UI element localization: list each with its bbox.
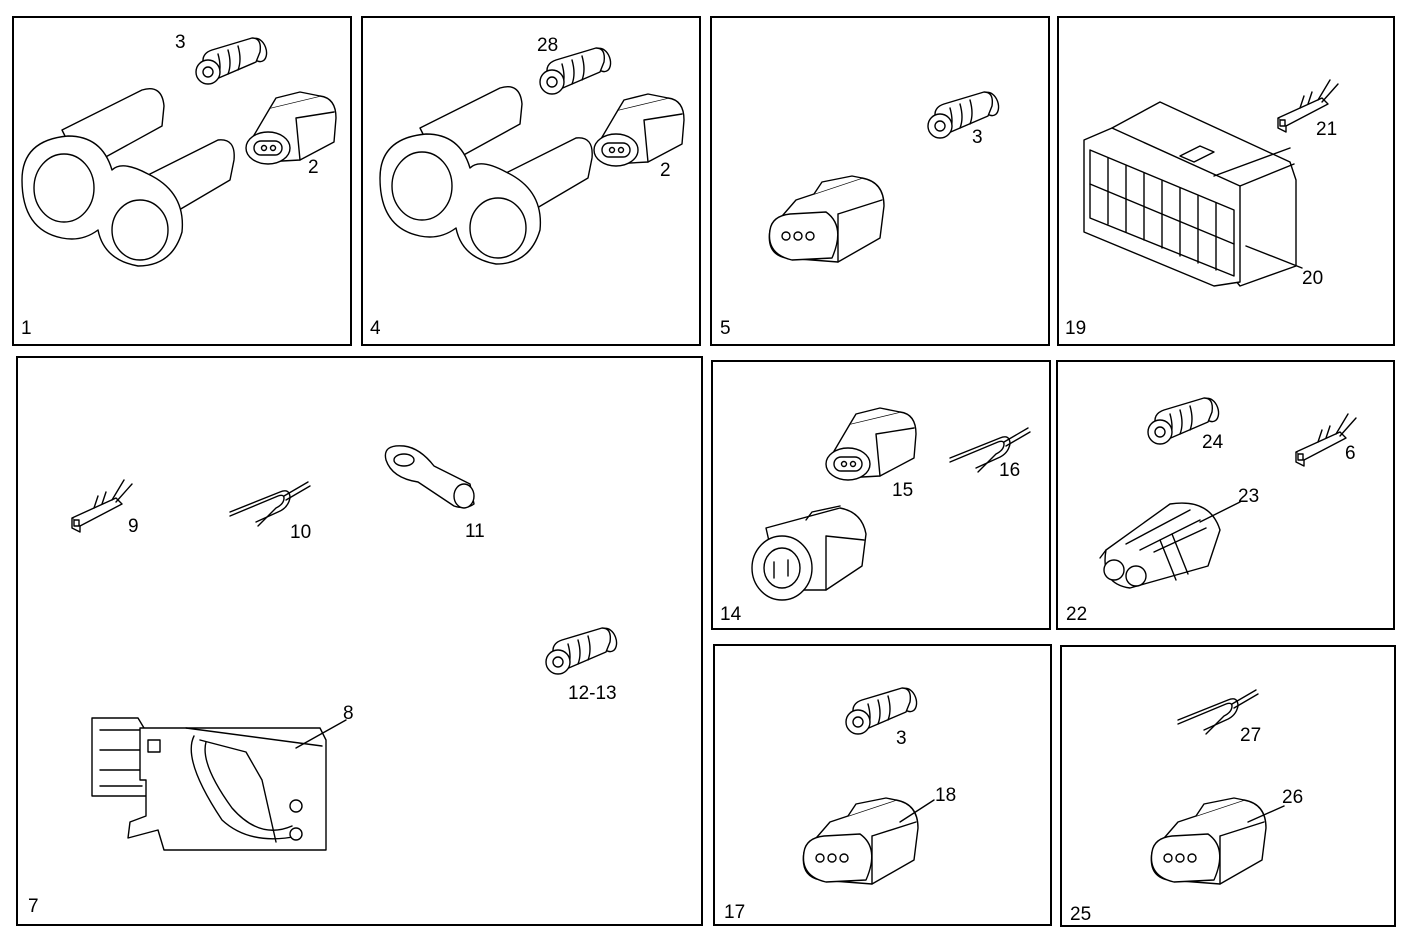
leader-line — [295, 719, 347, 749]
callout-15: 15 — [892, 480, 913, 501]
panel-label: 17 — [724, 902, 745, 923]
ring-terminal-part — [384, 445, 475, 509]
panel-1: 3 2 1 — [12, 16, 352, 346]
callout-6: 6 — [1345, 443, 1356, 464]
callout-8: 8 — [343, 703, 354, 724]
panel-19: 21 20 19 — [1057, 16, 1395, 346]
callout-2: 2 — [308, 157, 319, 178]
panel-4: 28 2 4 — [361, 16, 701, 346]
panel-17: 3 18 17 — [713, 644, 1052, 926]
panel-25: 27 26 25 — [1060, 645, 1396, 927]
callout-23: 23 — [1238, 486, 1259, 507]
multi-pin-connector-part — [1083, 101, 1297, 287]
callout-3: 3 — [896, 728, 907, 749]
callout-20: 20 — [1302, 268, 1323, 289]
panel-label: 14 — [720, 604, 742, 625]
leader-line — [1247, 805, 1285, 823]
callout-2: 2 — [660, 160, 671, 181]
panel-label: 4 — [370, 318, 381, 339]
callout-21: 21 — [1316, 119, 1337, 140]
callout-12-13: 12-13 — [568, 683, 617, 704]
callout-10: 10 — [290, 522, 311, 543]
callout-9: 9 — [128, 516, 139, 537]
connector-housing-part — [91, 717, 327, 851]
panel-14: 15 16 14 — [711, 360, 1051, 630]
panel-22: 24 6 23 22 — [1056, 360, 1395, 630]
callout-3: 3 — [972, 127, 983, 148]
panel-label: 5 — [720, 318, 731, 339]
panel-label: 7 — [28, 896, 39, 917]
callout-24: 24 — [1202, 432, 1224, 453]
connector-part — [751, 505, 867, 601]
leader-line — [1199, 501, 1241, 523]
panel-5: 3 5 — [710, 16, 1050, 346]
callout-26: 26 — [1282, 787, 1303, 808]
panel-label: 22 — [1066, 604, 1087, 625]
leader-line — [899, 799, 935, 823]
panel-7: 9 10 11 12-13 8 7 — [16, 356, 703, 926]
callout-28: 28 — [537, 35, 558, 56]
leader-line — [1245, 245, 1303, 269]
callout-18: 18 — [935, 785, 956, 806]
panel-label: 25 — [1070, 904, 1091, 925]
callout-16: 16 — [999, 460, 1020, 481]
callout-11: 11 — [465, 521, 485, 542]
panel-label: 1 — [21, 318, 32, 339]
callout-27: 27 — [1240, 725, 1261, 746]
callout-3: 3 — [175, 32, 186, 53]
connector-part — [1099, 502, 1221, 589]
panel-label: 19 — [1065, 318, 1086, 339]
